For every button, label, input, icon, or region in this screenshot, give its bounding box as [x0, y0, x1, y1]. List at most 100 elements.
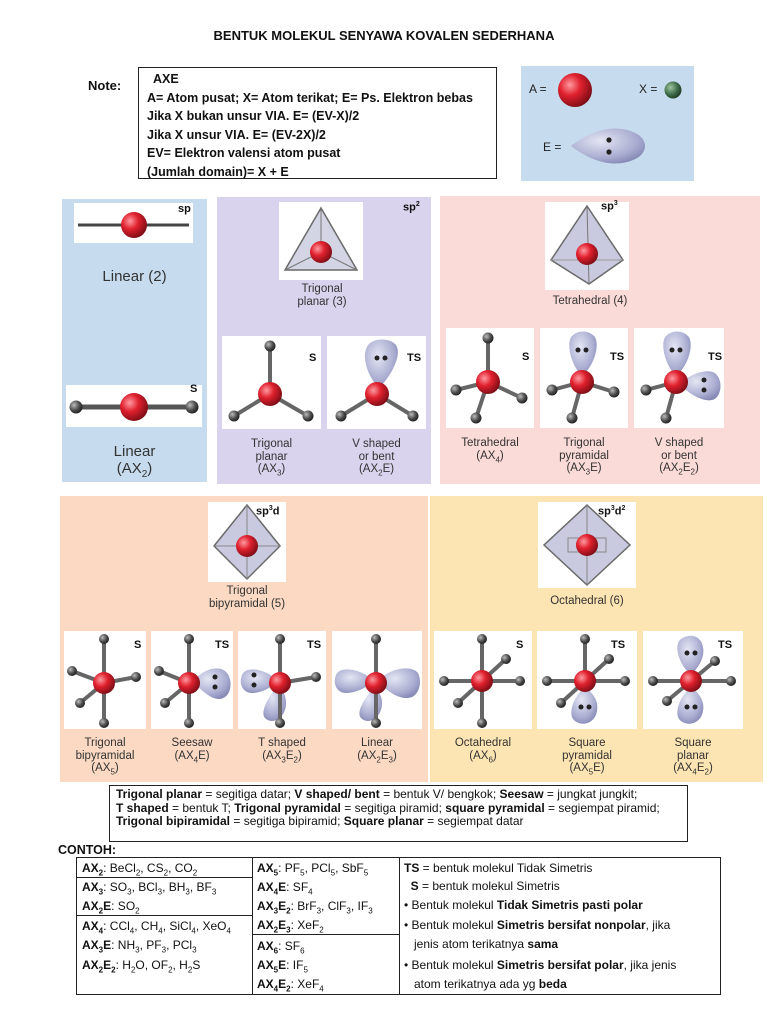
example-ax5: AX5: PF5, PCl5, SbF5	[257, 861, 369, 878]
square-pyramidal-image	[537, 631, 637, 729]
symmetry-tag: TS	[610, 351, 625, 363]
page-title: BENTUK MOLEKUL SENYAWA KOVALEN SEDERHANA	[213, 28, 555, 43]
symmetry-tag: TS	[215, 639, 230, 651]
atom-legend: A = X = E =	[521, 66, 694, 181]
caption-seesaw: Seesaw(AX4E)	[171, 737, 213, 764]
rule-symmetric-nonpolar: • Bentuk molekul Simetris bersifat nonpo…	[404, 918, 671, 932]
example-ax2: AX2: BeCl2, CS2, CO2	[82, 861, 198, 878]
note-line: AXE	[153, 72, 179, 86]
legend-e-label: E =	[543, 140, 562, 154]
rule-symmetric-polar-cont: atom terikatnya ada yg beda	[404, 977, 567, 991]
octahedral-image	[434, 631, 532, 729]
note-line: A= Atom pusat; X= Atom terikat; E= Ps. E…	[147, 90, 473, 105]
central-atom-icon	[558, 73, 592, 107]
note-line: (Jumlah domain)= X + E	[147, 164, 289, 179]
symmetry-tag: S	[516, 639, 524, 651]
rule-ts: TS = bentuk molekul Tidak Simetris	[404, 861, 593, 875]
geometry-label: Tetrahedral (4)	[552, 295, 628, 307]
example-ax4e2: AX4E2: XeF4	[257, 977, 324, 994]
examples-table: AX2: BeCl2, CS2, CO2 AX3: SO3, BCl3, BH3…	[76, 857, 721, 995]
example-ax3: AX3: SO3, BCl3, BH3, BF3	[82, 880, 217, 897]
example-ax5e: AX5E: IF5	[257, 958, 308, 975]
caption-t-shaped: T shaped(AX3E2)	[258, 737, 306, 764]
symmetry-tag: S	[309, 352, 317, 364]
rule-asymmetric-polar: • Bentuk molekul Tidak Simetris pasti po…	[404, 898, 643, 912]
panel-octahedral: sp3d2 Octahedral (6) S TS TS Octahedral(…	[430, 496, 763, 782]
bonded-atom-icon	[664, 81, 682, 99]
trigonal-planar-image	[222, 336, 321, 429]
tetrahedral-image	[446, 328, 534, 428]
square-planar-image	[643, 631, 743, 729]
tetrahedral-3d-image	[545, 202, 629, 290]
definition-line: Trigonal bipiramidal = segitiga bipirami…	[116, 814, 524, 829]
hybridization-label: sp3	[601, 200, 618, 213]
symmetry-tag: TS	[718, 639, 733, 651]
hybridization-label: sp3d2	[598, 505, 626, 518]
panel-tetrahedral: sp3 Tetrahedral (4) S TS TS Tetrahedral(…	[440, 196, 760, 484]
octahedral-3d-image	[538, 502, 636, 588]
example-ax2e3: AX2E3: XeF2	[257, 918, 324, 935]
example-ax2e: AX2E: SO2	[82, 899, 140, 916]
formula: (AX2)	[116, 460, 153, 480]
v-shaped-image	[327, 336, 426, 429]
legend-x-label: X =	[639, 82, 658, 96]
symmetry-tag: TS	[407, 352, 422, 364]
geometry-label: Linear (2)	[102, 268, 167, 285]
symmetry-tag: TS	[708, 351, 723, 363]
note-line: Jika X unsur VIA. E= (EV-2X)/2	[147, 127, 326, 142]
seesaw-image	[151, 631, 233, 729]
example-ax4: AX4: CCl4, CH4, SiCl4, XeO4	[82, 919, 231, 936]
shape-name: Linear	[113, 443, 156, 460]
hybridization-label: sp3d	[256, 505, 280, 518]
panel-linear: sp Linear (2) S Linear (AX2)	[62, 199, 207, 482]
note-label: Note:	[88, 78, 122, 93]
trigonal-3d-image	[279, 202, 363, 280]
caption-linear-ax2e3: Linear(AX2E3)	[357, 737, 397, 764]
definition-line: Trigonal planar = segitiga datar; V shap…	[116, 787, 638, 801]
geometry-label: Octahedral (6)	[550, 595, 624, 607]
linear-ax2-image	[66, 385, 202, 427]
example-ax4e: AX4E: SF4	[257, 880, 313, 897]
example-ax6: AX6: SF6	[257, 939, 305, 956]
rule-symmetric-nonpolar-cont: jenis atom terikatnya sama	[404, 937, 559, 951]
v-shaped-tetra-image	[634, 328, 724, 428]
bipyramidal-3d-image	[208, 502, 286, 582]
linear-3d-image	[74, 203, 193, 243]
rule-symmetric-polar: • Bentuk molekul Simetris bersifat polar…	[404, 958, 677, 972]
hybridization-label: sp2	[403, 201, 420, 214]
caption-octahedral: Octahedral(AX6)	[454, 737, 512, 764]
example-ax3e: AX3E: NH3, PF3, PCl3	[82, 938, 197, 955]
definitions-box: Trigonal planar = segitiga datar; V shap…	[109, 785, 688, 842]
symmetry-tag: S	[190, 383, 198, 395]
t-shaped-image	[238, 631, 326, 729]
linear-ax2e3-image	[332, 631, 422, 729]
example-ax2e2: AX2E2: H2O, OF2, H2S	[82, 958, 201, 975]
hybridization-label: sp	[178, 203, 191, 215]
note-line: EV= Elektron valensi atom pusat	[147, 146, 341, 160]
trigonal-pyramidal-image	[540, 328, 628, 428]
symmetry-tag: TS	[307, 639, 322, 651]
legend-a-label: A =	[529, 82, 547, 96]
trigonal-bipyramidal-image	[64, 631, 146, 729]
symmetry-tag: S	[522, 351, 530, 363]
note-line: Jika X bukan unsur VIA. E= (EV-X)/2	[147, 109, 360, 123]
rule-s: S = bentuk molekul Simetris	[404, 879, 560, 893]
example-ax3e2: AX3E2: BrF3, ClF3, IF3	[257, 899, 373, 916]
note-box: AXE A= Atom pusat; X= Atom terikat; E= P…	[138, 67, 497, 179]
definition-line: T shaped = bentuk T; Trigonal pyramidal …	[116, 800, 660, 815]
symmetry-tag: TS	[611, 639, 626, 651]
symmetry-tag: S	[134, 639, 142, 651]
caption-tetrahedral: Tetrahedral(AX4)	[461, 437, 519, 464]
contoh-label: CONTOH:	[58, 843, 117, 857]
